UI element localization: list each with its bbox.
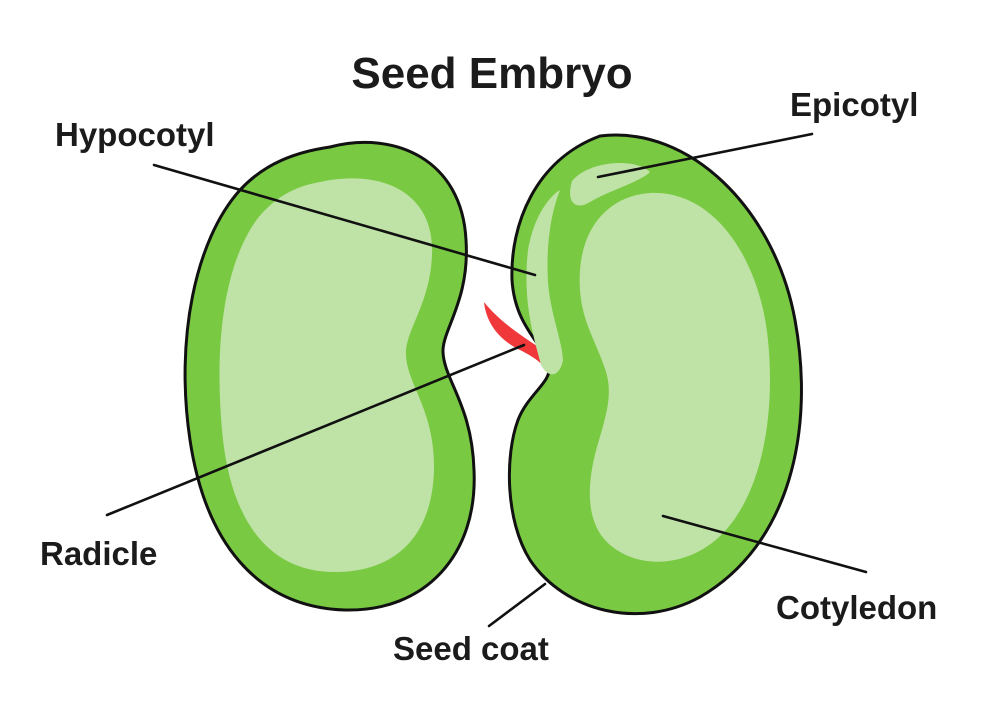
right-cotyledon [507, 133, 803, 616]
left-cotyledon [183, 140, 476, 612]
right-cotyledon-highlight [579, 192, 770, 562]
leader-lines [105, 132, 868, 628]
hypocotyl-leader [152, 163, 537, 277]
seed-coat-leader [487, 582, 547, 628]
label-epicotyl: Epicotyl [790, 86, 918, 123]
hypocotyl-shape [526, 190, 563, 375]
diagram-title: Seed Embryo [351, 49, 632, 98]
cotyledon-leader [661, 514, 868, 574]
epicotyl-shape [570, 163, 650, 206]
label-cotyledon: Cotyledon [776, 589, 937, 626]
epicotyl-leader [596, 132, 814, 179]
label-hypocotyl: Hypocotyl [55, 116, 215, 153]
left-cotyledon-highlight [219, 178, 435, 573]
label-seed-coat: Seed coat [393, 630, 549, 667]
label-radicle: Radicle [40, 535, 157, 572]
radicle-tip [484, 302, 550, 374]
radicle-leader [105, 343, 526, 517]
